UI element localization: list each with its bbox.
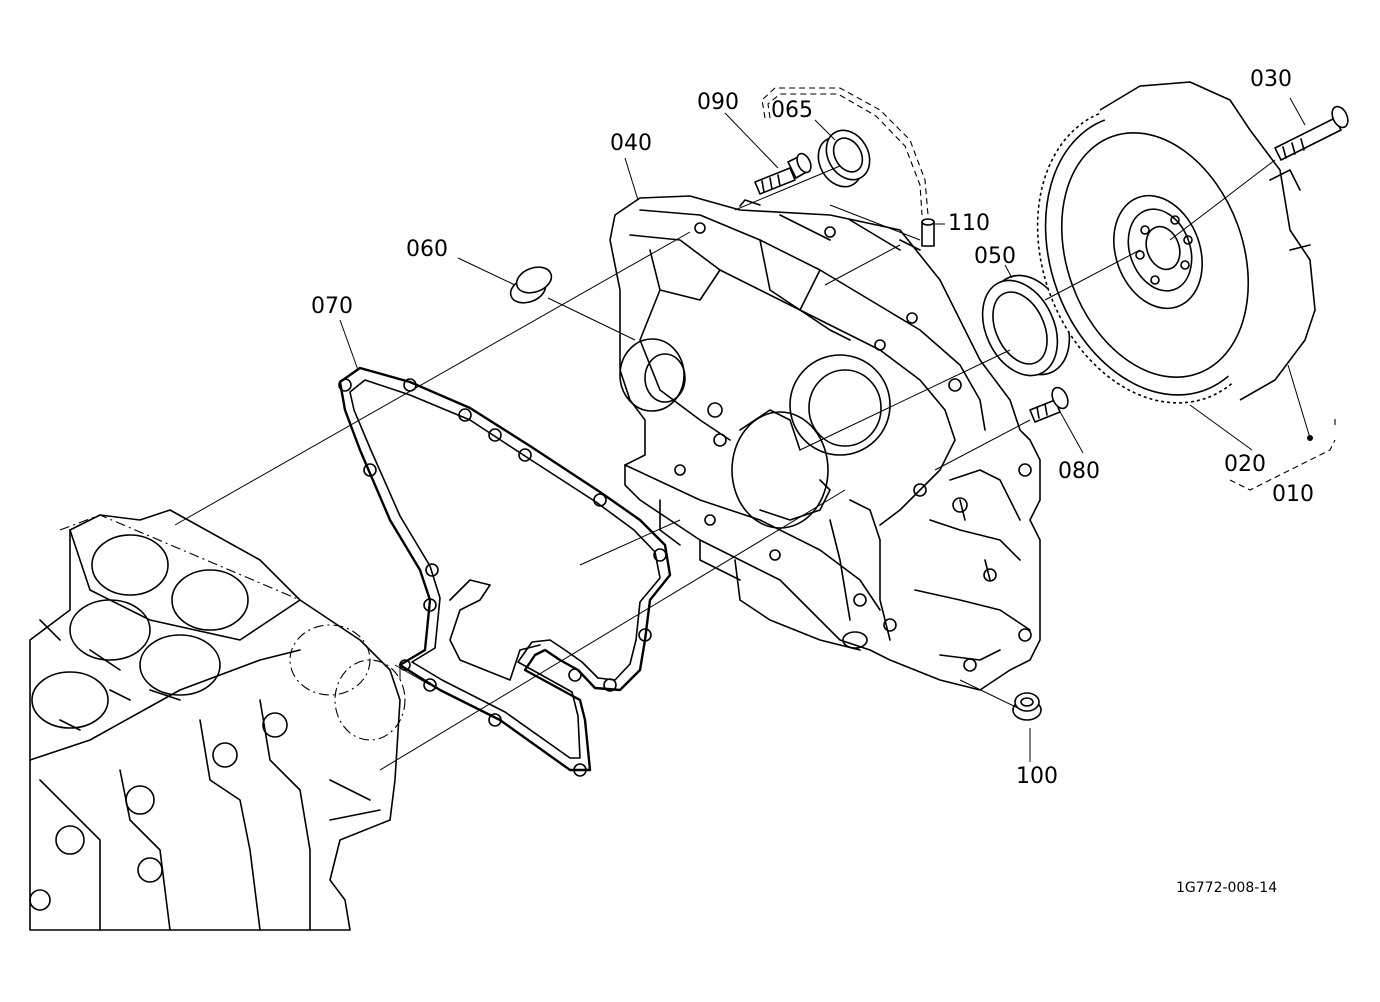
- seal-065: [817, 129, 871, 188]
- leader-lines: [339, 97, 1313, 762]
- bolt-090: [754, 152, 812, 195]
- plug-060: [509, 266, 553, 304]
- callout-060: 060: [406, 237, 448, 262]
- bolt-030: [1274, 105, 1349, 161]
- callout-020: 020: [1224, 452, 1266, 477]
- callout-030: 030: [1250, 67, 1292, 92]
- pin-110: [921, 218, 935, 247]
- callout-050: 050: [974, 244, 1016, 269]
- center-lines: [174, 87, 1336, 771]
- callout-100: 100: [1016, 764, 1058, 789]
- callout-110: 110: [948, 211, 990, 236]
- callout-090: 090: [697, 90, 739, 115]
- callout-010: 010: [1272, 482, 1314, 507]
- oil-seal-050: [981, 274, 1071, 377]
- gear-case-040: [609, 195, 1041, 691]
- plug-100: [1012, 692, 1042, 721]
- engine-block: [29, 509, 406, 931]
- bolt-080: [1029, 386, 1069, 423]
- callout-070: 070: [311, 294, 353, 319]
- callout-040: 040: [610, 131, 652, 156]
- callout-080: 080: [1058, 459, 1100, 484]
- flywheel-020: [1036, 81, 1316, 404]
- callout-labels: 010 020 030 040 050 060 065 070 080 090 …: [311, 67, 1314, 789]
- callout-065: 065: [771, 98, 813, 123]
- gasket-070: [338, 366, 672, 777]
- drawing-code: 1G772-008-14: [1176, 880, 1277, 896]
